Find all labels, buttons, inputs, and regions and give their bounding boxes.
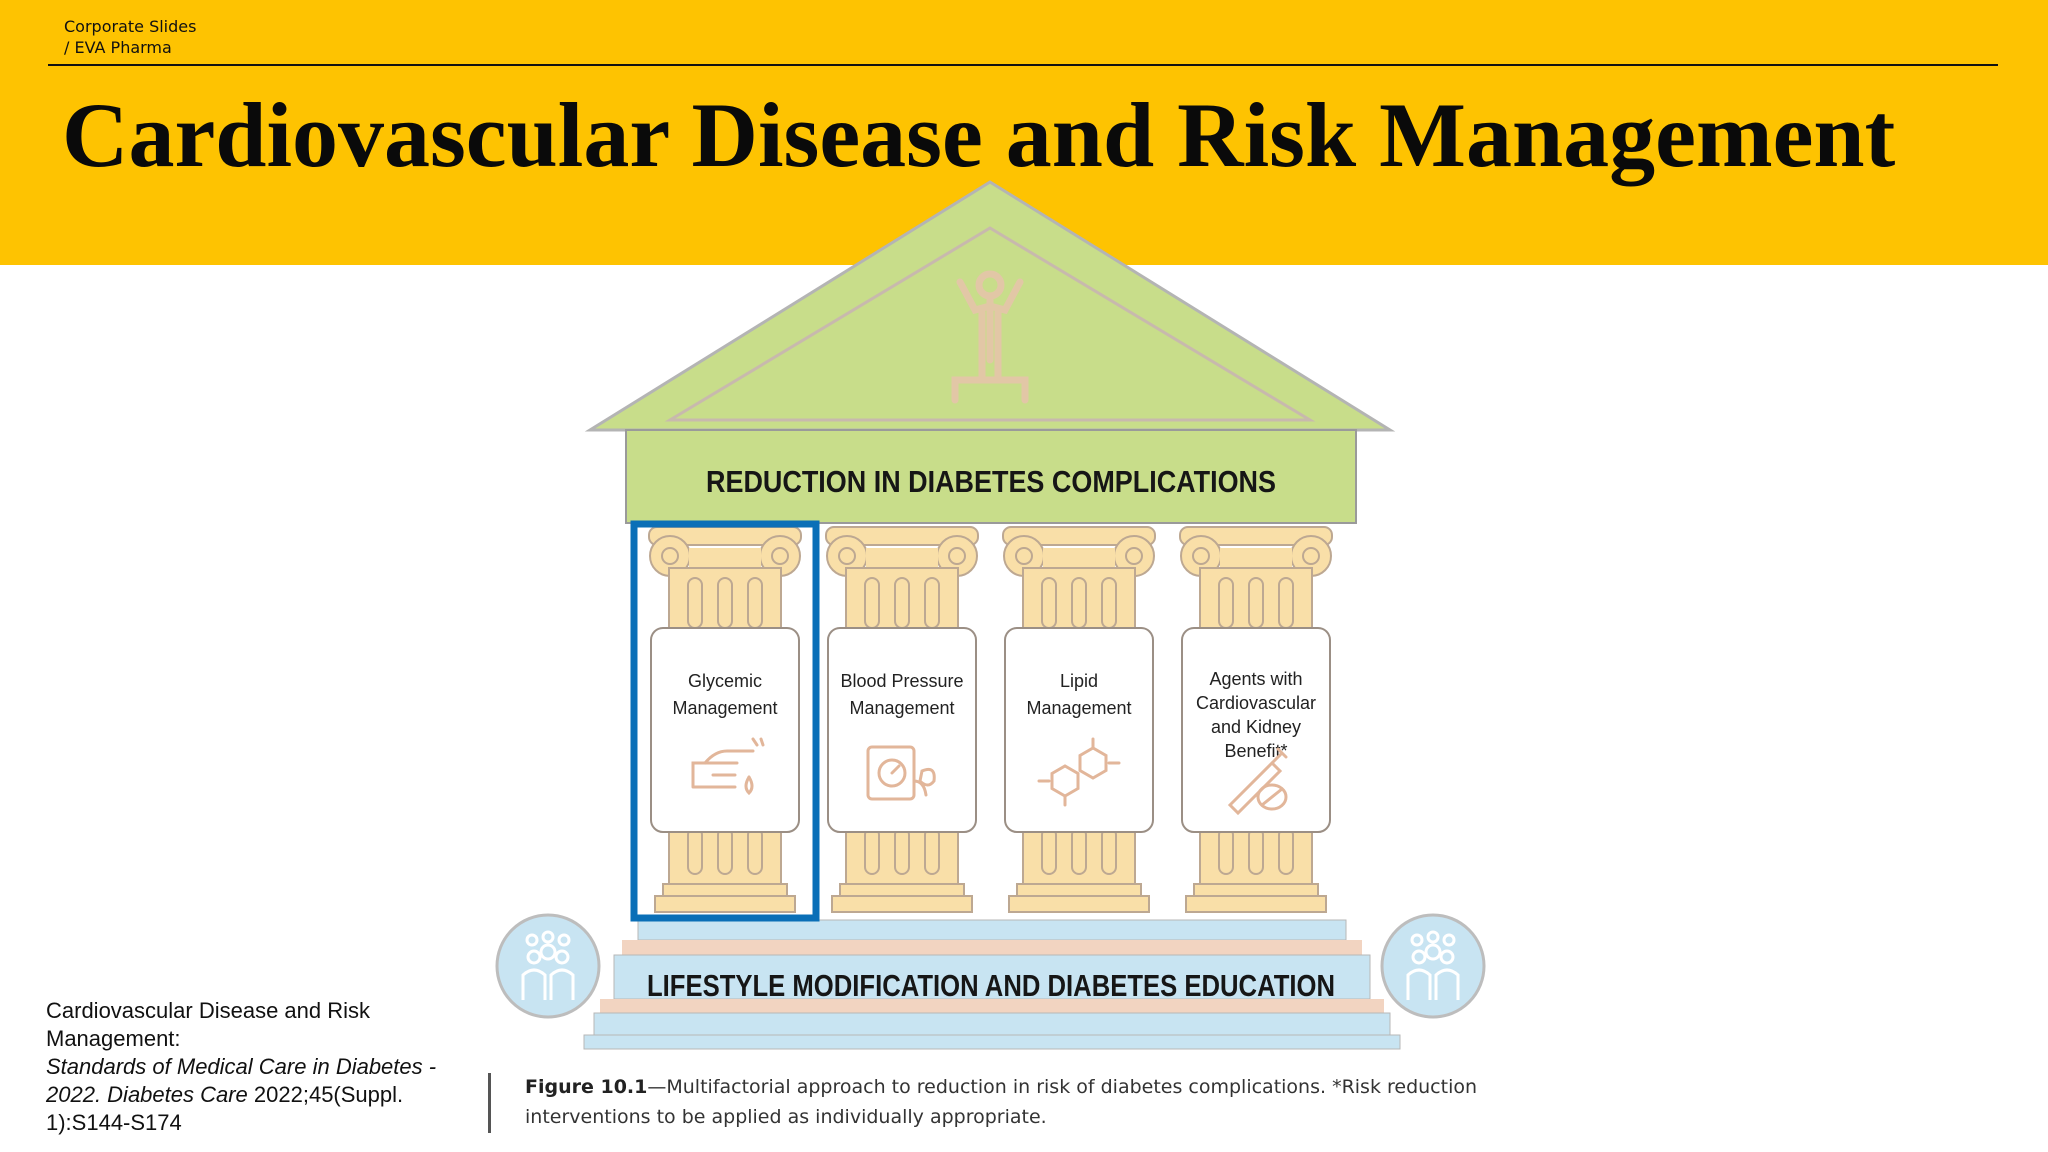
breadcrumb: Corporate Slides / EVA Pharma [64,16,196,58]
column-label-4-3: and Kidney [1211,717,1301,737]
steps: LIFESTYLE MODIFICATION AND DIABETES EDUC… [583,919,1401,1050]
figure-caption: Figure 10.1—Multifactorial approach to r… [525,1072,1525,1132]
column-label-3-2: Management [1026,698,1131,718]
roof [584,180,1396,432]
column-label-4-2: Cardiovascular [1196,693,1316,713]
caption-rule [488,1073,491,1133]
citation: Cardiovascular Disease and Risk Manageme… [46,997,476,1137]
people-group-icon-right [1380,913,1486,1019]
pill-syringe-icon [1227,747,1288,816]
figure-caption-text: —Multifactorial approach to reduction in… [525,1076,1478,1128]
banner-divider [48,64,1998,66]
citation-source: Standards of Medical Care in Diabetes - … [46,1054,437,1107]
breadcrumb-line-2: / EVA Pharma [64,38,172,57]
figure-label: Figure 10.1 [525,1076,648,1098]
blood-pressure-monitor-icon [866,745,936,801]
finger-prick-icon [691,737,765,796]
column-label-4-1: Agents with [1209,669,1302,689]
column-label-1-2: Management [672,698,777,718]
citation-title: Cardiovascular Disease and Risk Manageme… [46,998,371,1051]
person-celebrating-icon [951,270,1029,404]
people-group-icon-left [495,913,601,1019]
base-banner-text: LIFESTYLE MODIFICATION AND DIABETES EDUC… [647,968,1335,1003]
column-label-4-4: Benefit* [1224,741,1287,761]
breadcrumb-line-1: Corporate Slides [64,17,197,36]
glycemic-highlight-frame [630,520,820,922]
column-label-3-1: Lipid [1060,671,1098,691]
molecule-icon [1037,737,1121,807]
column-label-2-2: Management [849,698,954,718]
roof-banner-text: REDUCTION IN DIABETES COMPLICATIONS [706,464,1276,499]
slide-title: Cardiovascular Disease and Risk Manageme… [62,84,1896,186]
citation-reference: 2022;45(Suppl. 1):S144-S174 [46,1082,404,1135]
column-label-2-1: Blood Pressure [840,671,963,691]
entablature: REDUCTION IN DIABETES COMPLICATIONS [625,429,1357,524]
column-label-1-1: Glycemic [688,671,762,691]
